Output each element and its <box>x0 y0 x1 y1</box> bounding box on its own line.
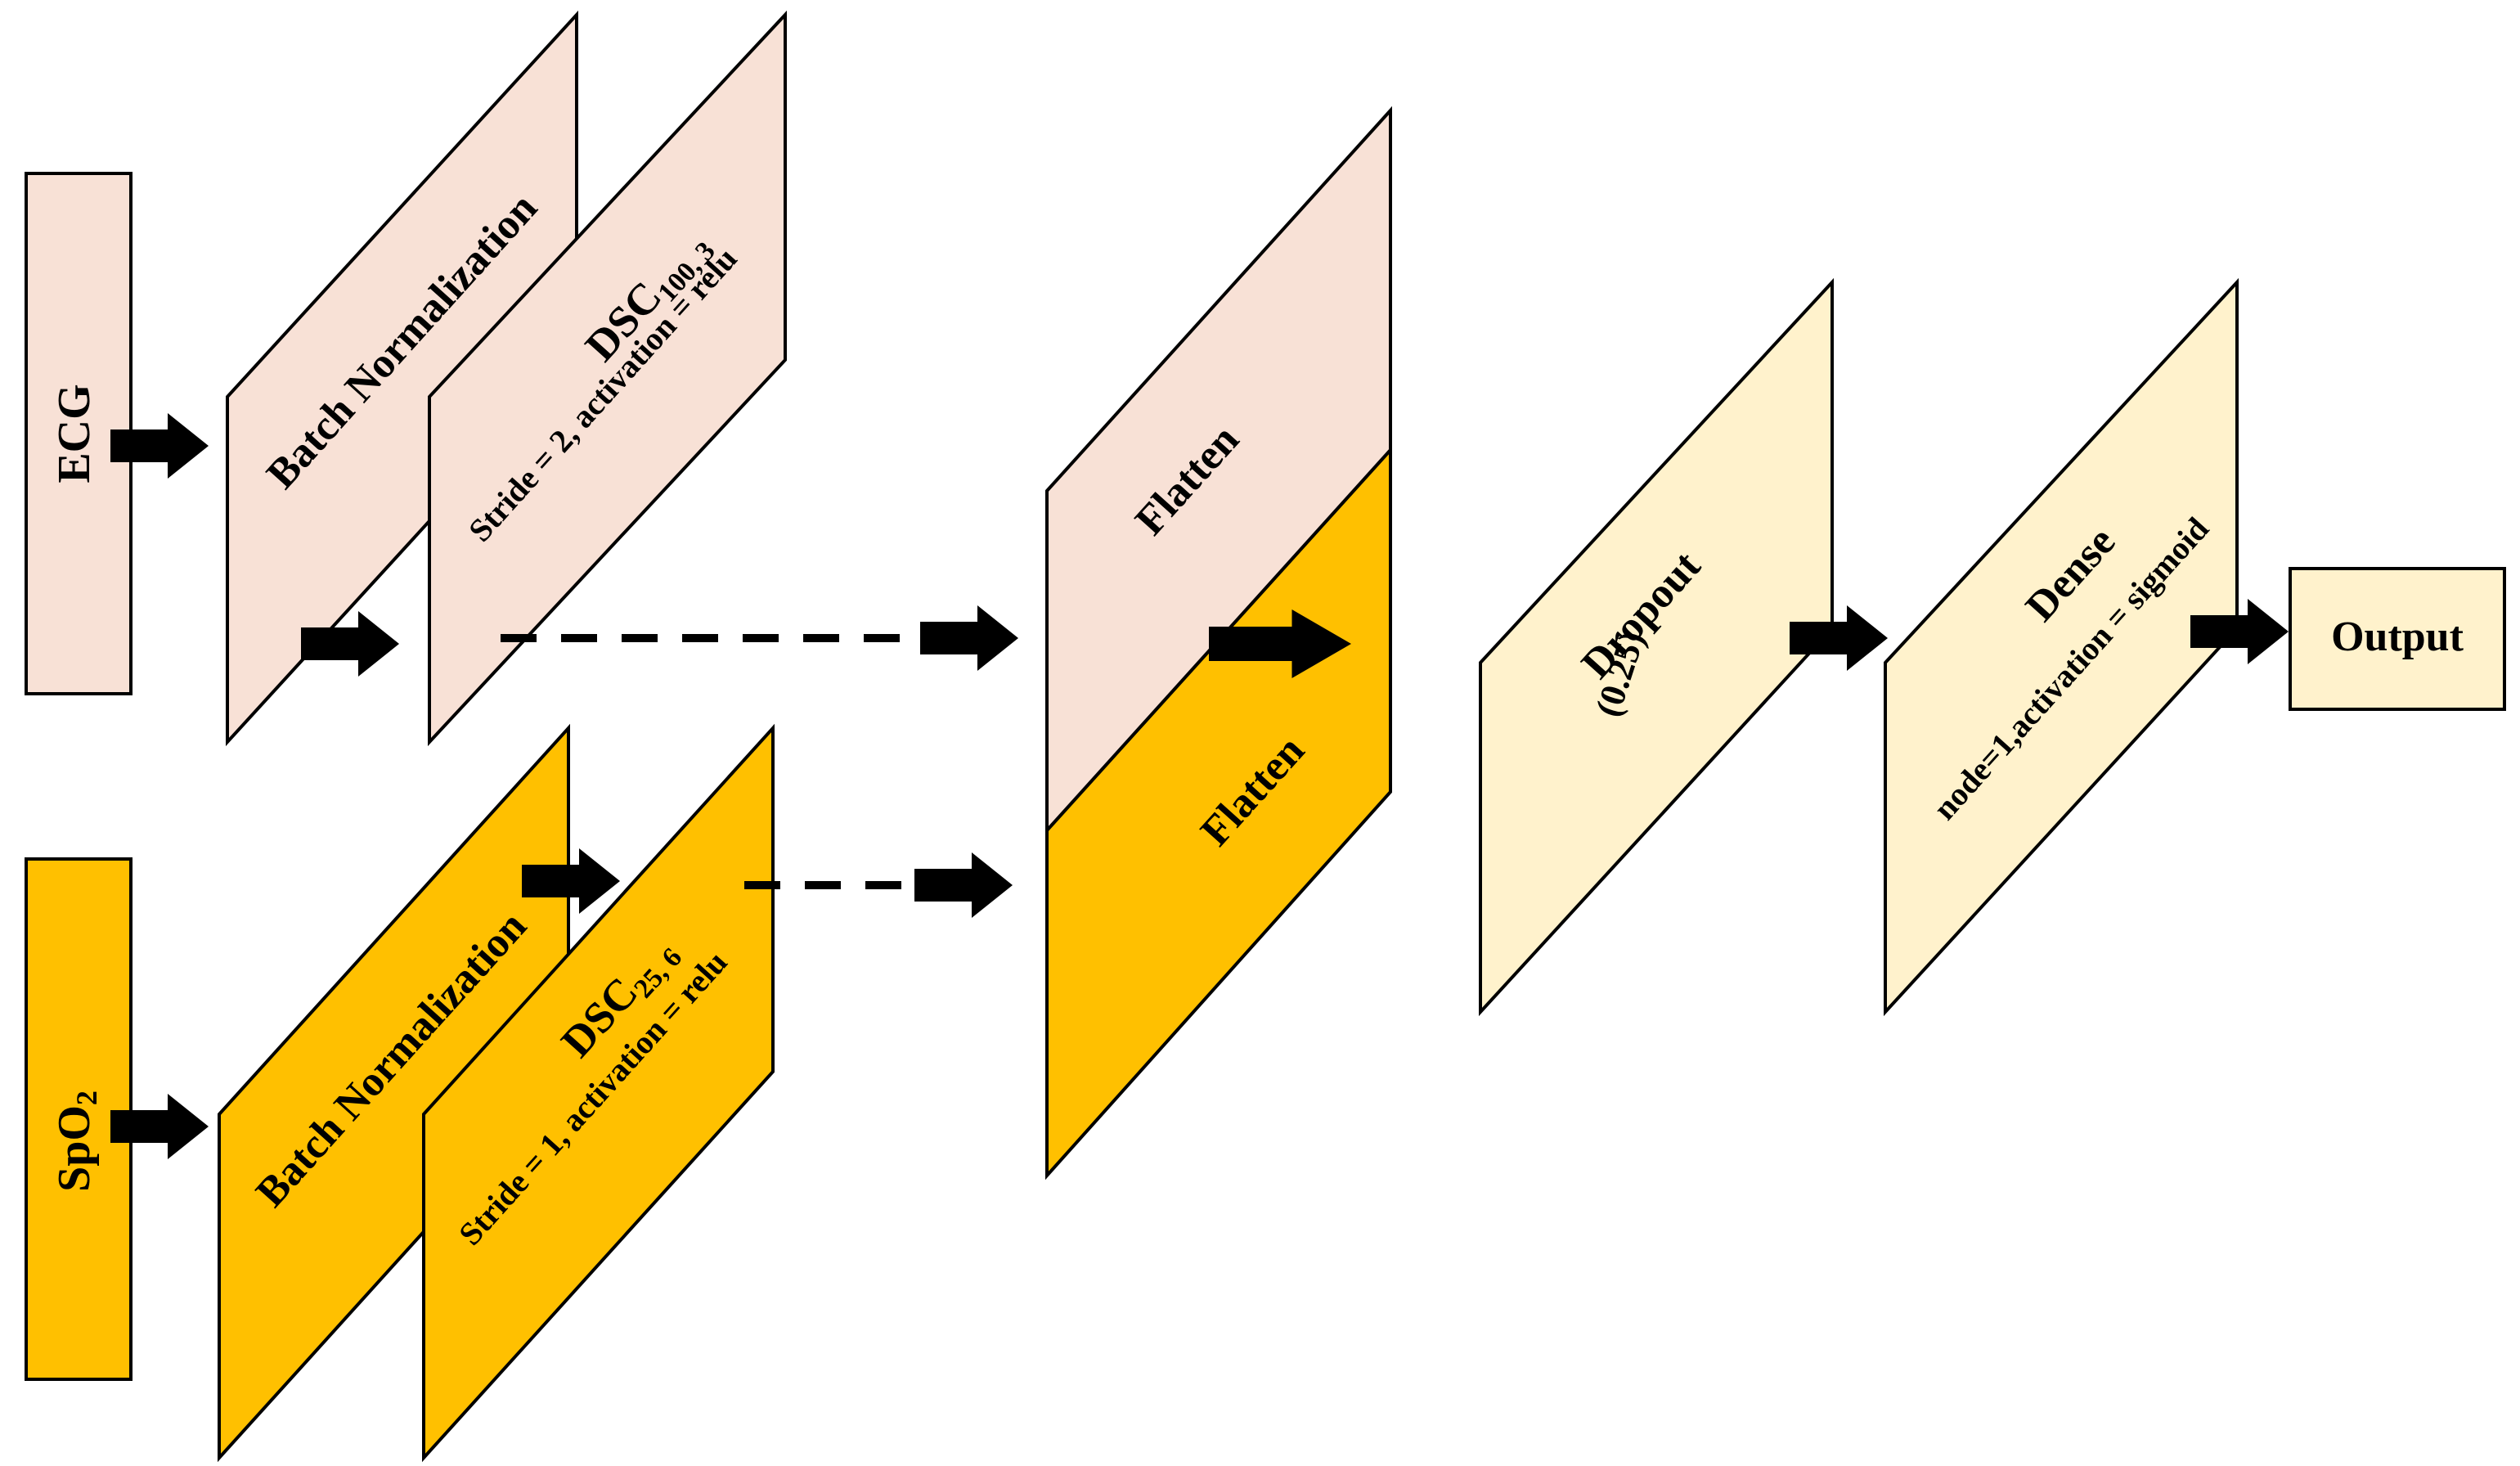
dense-layer <box>1884 277 2239 1017</box>
ecg-input-label: ECG <box>49 384 100 483</box>
spo2-input-subscript: 2 <box>70 1091 103 1105</box>
spo2-to-flatten-arrow <box>914 852 1013 918</box>
spo2-dsc-layer <box>422 723 775 1463</box>
ecg-dsc-layer <box>428 10 787 747</box>
spo2-input-main: SpO <box>49 1105 100 1192</box>
ecg-to-flatten-arrow <box>920 605 1018 671</box>
output-box <box>2289 567 2506 711</box>
spo2-input-label: SpO2 <box>49 1091 103 1192</box>
dropout-layer <box>1479 277 1834 1017</box>
output-label: Output <box>2331 614 2464 660</box>
flatten-top-layer <box>1045 106 1392 835</box>
